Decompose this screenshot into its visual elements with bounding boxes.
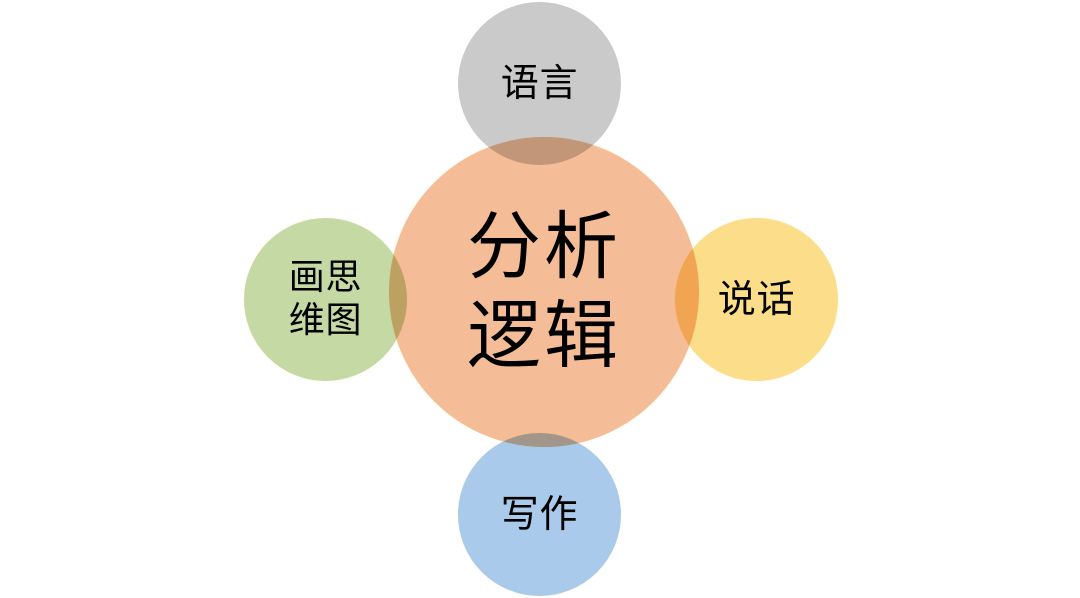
label-language: 语言	[500, 61, 579, 106]
circle-mind-map[interactable]	[243, 217, 408, 382]
circle-speaking[interactable]	[674, 217, 839, 382]
label-mind-map: 画思 维图	[288, 257, 363, 341]
label-writing: 写作	[500, 492, 579, 537]
label-speaking: 说话	[717, 277, 796, 322]
circle-analysis-logic[interactable]	[388, 136, 700, 448]
label-analysis-logic: 分析 逻辑	[467, 204, 621, 379]
circle-writing[interactable]	[457, 432, 622, 597]
